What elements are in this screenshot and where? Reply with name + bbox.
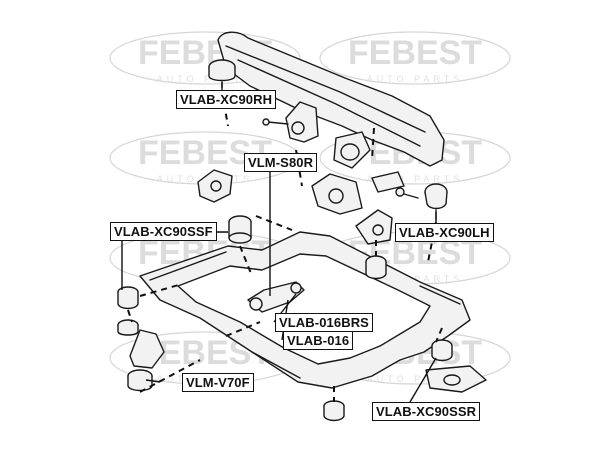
part-label-vlab-016: VLAB-016 [283,331,354,350]
part-label-vlab-016brs: VLAB-016BRS [275,313,373,332]
centre-subframe-bushing [365,255,387,280]
torque-bracket [311,173,363,215]
watermark-tagline: AUTO PARTS [367,174,464,184]
subframe-ridge [149,251,461,379]
locator-line [139,359,201,393]
left-engine-mount [424,183,448,221]
chassis-rail-ridge [225,45,426,133]
locator-line [371,127,375,161]
link-bracket [371,171,419,199]
part-label-vlab-xc90ssr: VLAB-XC90SSR [372,402,481,421]
bottom-bushing [323,400,345,422]
locator-line [427,221,437,263]
torque-rod [247,281,305,313]
locator-line [127,309,133,323]
part-label-vlm-s80r: VLM-S80R [244,153,318,172]
locator-line [139,283,183,297]
chassis-rail-ridge [237,59,421,147]
lower-left-mount [127,329,165,392]
part-label-vlab-xc90lh: VLAB-XC90LH [395,223,494,242]
watermark-tagline: AUTO PARTS [367,74,464,84]
part-label-vlab-xc90ssf: VLAB-XC90SSF [110,222,217,241]
side-mount-right [355,209,393,245]
part-label-vlab-xc90rh: VLAB-XC90RH [176,90,277,109]
watermark-tagline: AUTO PARTS [157,74,254,84]
mount-bracket [262,101,319,143]
watermark-tagline: AUTO PARTS [367,374,464,384]
front-subframe-bushing-lower [117,286,139,336]
leader-line [145,379,161,383]
watermark-oval [319,31,511,85]
locator-line [255,215,293,231]
leader-line [409,357,437,403]
watermark-oval [109,31,301,85]
right-engine-mount [208,59,236,93]
front-subframe-bushing [228,215,252,244]
watermark-brand: FEBEST [348,34,482,72]
locator-line [435,327,443,343]
part-label-vlm-v70f: VLM-V70F [182,373,254,392]
torque-rod-bushing [333,131,371,169]
locator-line [239,245,253,277]
subframe-inner-edge [177,253,431,365]
side-mount-left [197,169,233,203]
rear-subframe-bushing [425,339,487,393]
